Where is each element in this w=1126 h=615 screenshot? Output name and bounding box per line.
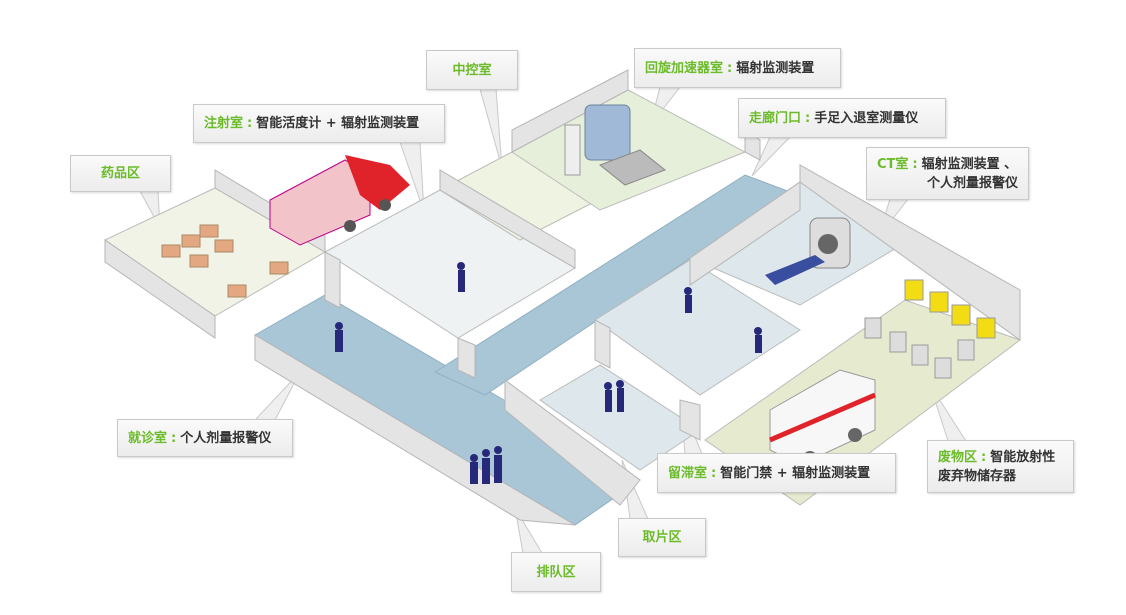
callout-queue-area: 排队区 — [511, 552, 601, 592]
separator: : — [805, 110, 811, 126]
zone-label: 排队区 — [536, 564, 576, 580]
pharmacy-boxes — [161, 224, 289, 298]
cyclotron-icon — [564, 104, 666, 186]
device-label: 智能活度计 + 辐射监测装置 — [256, 116, 420, 131]
zone-label: 药品区 — [100, 166, 140, 181]
callout-corridor-door: 走廊门口:手足入退室测量仪 — [738, 98, 946, 138]
callout-consultation-room: 就诊室:个人剂量报警仪 — [117, 419, 293, 457]
device-label: 智能门禁 + 辐射监测装置 — [720, 465, 871, 481]
device-label: 手足入退室测量仪 — [814, 110, 919, 126]
device-label-line1: 辐射监测装置 、 — [921, 156, 1018, 172]
zone-label: 就诊室 — [128, 430, 168, 446]
callout-retention-room: 留滞室:智能门禁 + 辐射监测装置 — [657, 453, 896, 493]
device-label-line1: 智能放射性 — [990, 449, 1056, 465]
zone-label: 注射室 — [204, 116, 244, 131]
retention-floor — [594, 259, 801, 396]
separator: : — [247, 116, 253, 131]
callout-waste-area: 废物区:智能放射性 废弃物储存器 — [927, 440, 1074, 493]
callout-injection-room: 注射室:智能活度计 + 辐射监测装置 — [193, 104, 445, 143]
callout-ct-room: CT室:辐射监测装置 、 个人剂量报警仪 — [866, 147, 1029, 200]
device-label: 辐射监测装置 — [736, 60, 815, 76]
zone-label: CT室 — [877, 156, 909, 172]
zone-label: 取片区 — [642, 530, 682, 545]
ct-scanner-icon — [765, 217, 851, 285]
zone-label: 中控室 — [452, 62, 492, 78]
device-label-line2: 废弃物储存器 — [938, 468, 1017, 484]
device-label: 个人剂量报警仪 — [180, 430, 272, 446]
device-label-line2: 个人剂量报警仪 — [926, 175, 1018, 191]
callout-cyclotron-room: 回旋加速器室:辐射监测装置 — [634, 48, 841, 88]
callout-control-room: 中控室 — [426, 50, 518, 90]
separator: : — [171, 430, 177, 446]
zone-label: 留滞室 — [668, 465, 708, 481]
people-icons — [335, 262, 762, 484]
truck-icon — [269, 155, 410, 246]
separator: : — [711, 465, 717, 481]
waste-containers — [864, 279, 996, 379]
separator: : — [981, 449, 987, 465]
callout-pharmacy: 药品区 — [70, 155, 171, 192]
callout-film-pickup: 取片区 — [618, 518, 706, 557]
zone-label: 废物区 — [938, 449, 978, 465]
zone-label: 回旋加速器室 — [645, 60, 724, 76]
separator: : — [727, 60, 733, 76]
zone-label: 走廊门口 — [749, 110, 802, 126]
separator: : — [912, 156, 918, 172]
